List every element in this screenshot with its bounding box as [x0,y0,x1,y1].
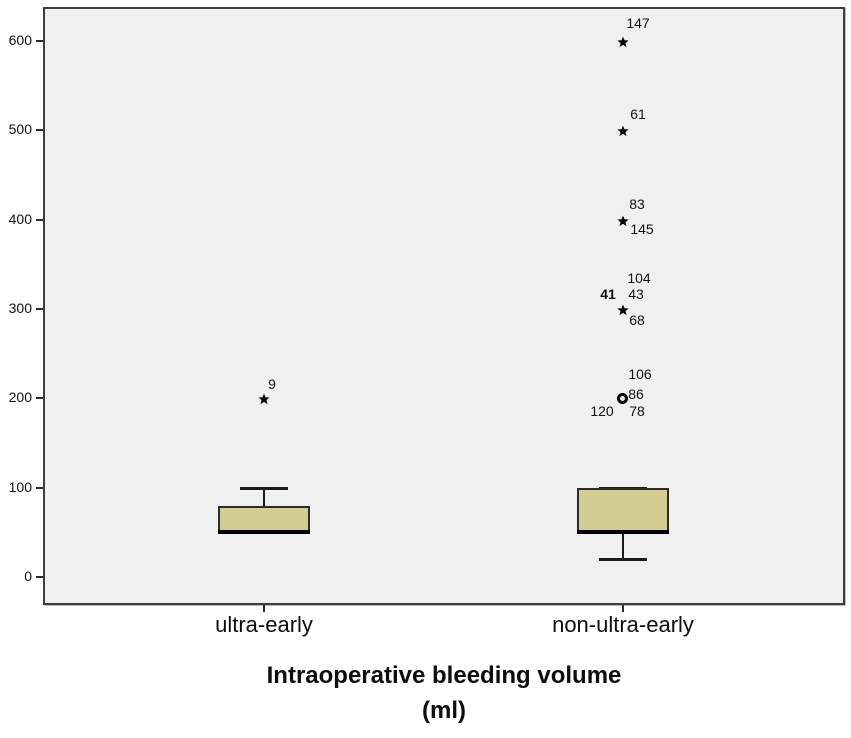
y-tick-label: 100 [8,479,32,495]
outlier-label: 43 [628,286,644,302]
y-tick [36,129,43,131]
outlier-circle-icon [617,393,628,404]
y-tick-label: 600 [8,32,32,48]
whisker-stem [263,488,265,506]
y-tick [36,487,43,489]
y-tick [36,308,43,310]
whisker-cap [240,487,288,490]
whisker-cap [599,558,647,561]
y-tick-label: 500 [8,121,32,137]
y-tick [36,40,43,42]
outlier-star-icon [617,303,629,316]
outlier-label: 104 [627,270,651,286]
outlier-label: 61 [630,106,646,122]
box [577,488,669,532]
median-line [577,530,669,534]
figure-title-line1: Intraoperative bleeding volume [266,662,622,689]
outlier-label: 120 [590,403,614,419]
outlier-star-icon [617,214,629,227]
outlier-label: 145 [630,221,654,237]
outlier-label: 106 [628,366,652,382]
outlier-star-icon [617,124,629,137]
y-tick-label: 400 [8,211,32,227]
outlier-label: 147 [626,15,650,31]
outlier-label: 9 [268,376,276,392]
category-tick [263,605,265,612]
outlier-star-icon [258,392,270,405]
outlier-star-icon [617,35,629,48]
figure-title-line2: (ml) [422,697,466,724]
category-label: ultra-early [215,612,313,637]
y-tick-label: 300 [8,300,32,316]
outlier-label: 68 [629,312,645,328]
outlier-label: 78 [629,403,645,419]
figure-title: Intraoperative bleeding volume (ml) [43,658,845,728]
outlier-label: 86 [628,386,644,402]
y-tick [36,219,43,221]
category-label: non-ultra-early [552,612,694,637]
outlier-label: 41 [600,286,616,302]
y-tick-label: 200 [8,389,32,405]
y-tick-label: 0 [24,568,32,584]
plot-area [43,7,845,605]
y-tick [36,397,43,399]
box [218,506,310,532]
whisker-stem [622,532,624,559]
category-tick [622,605,624,612]
y-tick [36,576,43,578]
outlier-label: 83 [629,196,645,212]
median-line [218,530,310,534]
